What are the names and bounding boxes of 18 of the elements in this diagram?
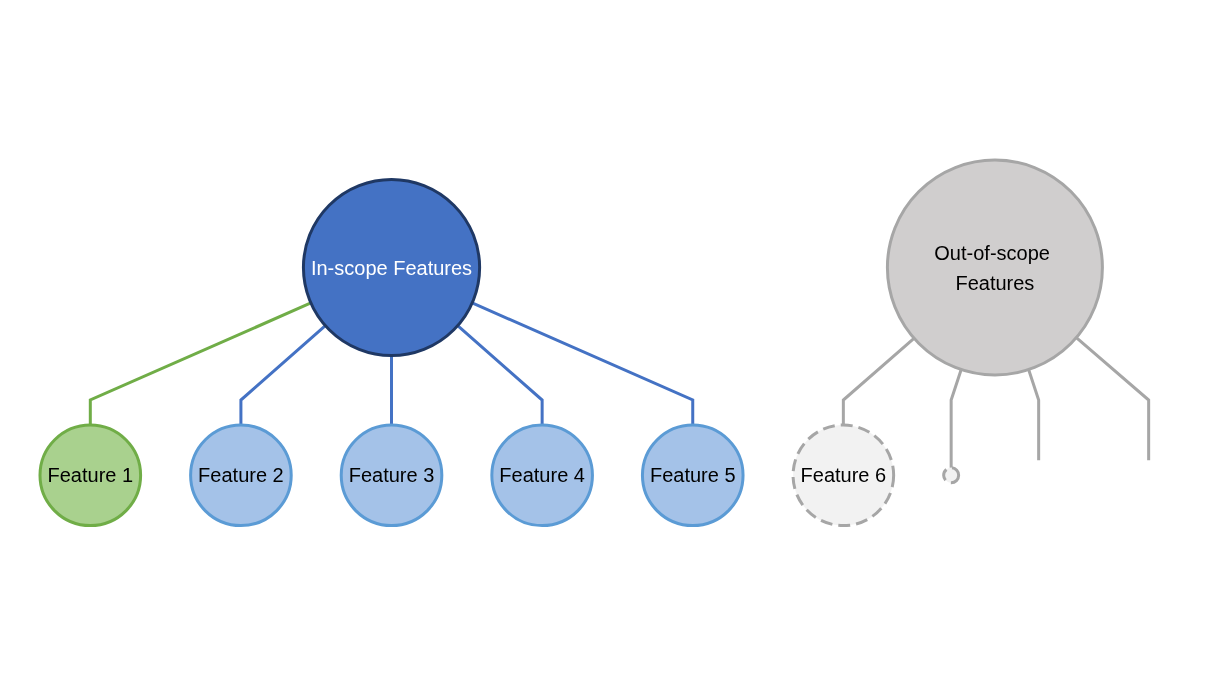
connector — [390, 355, 394, 425]
node-circle: Feature 4 — [490, 423, 595, 527]
connector — [1027, 368, 1041, 460]
connector — [89, 301, 312, 425]
connector — [471, 301, 695, 425]
node-circle: Feature 5 — [641, 423, 745, 527]
node-circle: Feature 1 — [38, 423, 143, 527]
connector — [1075, 336, 1151, 460]
connector — [456, 324, 544, 425]
node-circle — [942, 466, 961, 484]
connector — [949, 368, 963, 468]
node-circle: Feature 6 — [791, 423, 896, 527]
node-circle: Out-of-scope Features — [886, 158, 1105, 377]
node-circle: In-scope Features — [302, 177, 482, 357]
connector — [842, 336, 916, 425]
node-circle: Feature 2 — [189, 423, 293, 527]
node-circle: Feature 3 — [339, 423, 444, 527]
connector — [239, 324, 327, 425]
